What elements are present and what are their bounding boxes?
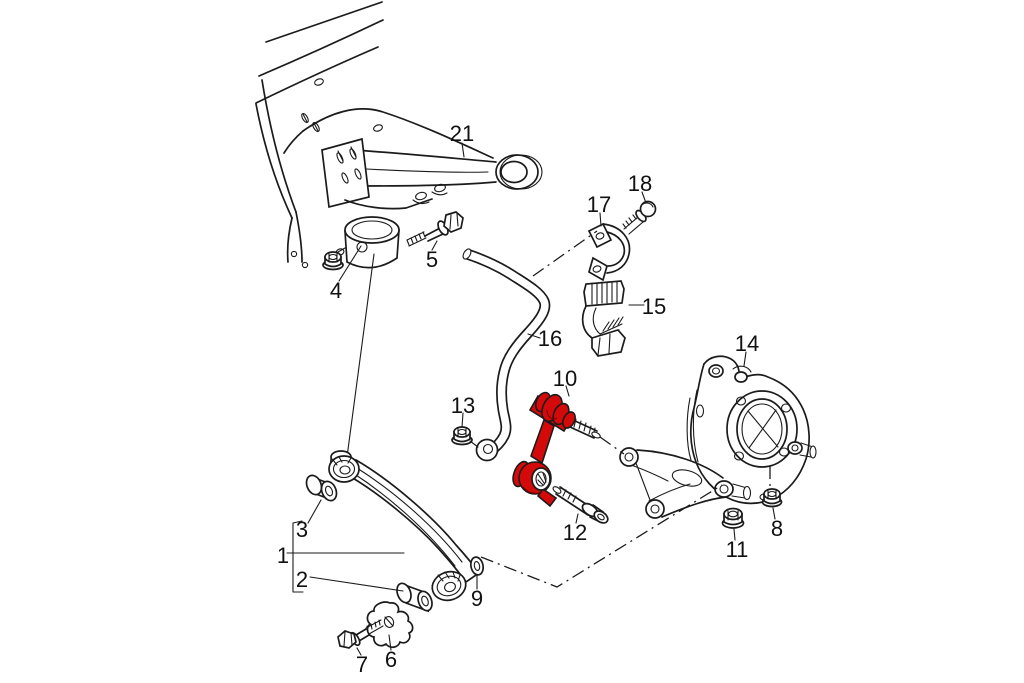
part-label-17[interactable]: 17 bbox=[587, 192, 611, 217]
part-label-5[interactable]: 5 bbox=[426, 247, 438, 272]
part-label-1[interactable]: 1 bbox=[277, 543, 289, 568]
bolt-5 bbox=[406, 211, 464, 247]
part-label-2[interactable]: 2 bbox=[296, 567, 308, 592]
subframe-bushing-mount bbox=[330, 216, 400, 269]
nut-4 bbox=[322, 251, 344, 271]
stabilizer-bar-16 bbox=[462, 248, 551, 462]
part-label-21[interactable]: 21 bbox=[450, 121, 474, 146]
wheel-carrier-14 bbox=[686, 355, 817, 505]
part-label-12[interactable]: 12 bbox=[563, 520, 587, 545]
centerlines bbox=[480, 230, 771, 588]
washer-9 bbox=[469, 556, 485, 576]
leader-11 bbox=[733, 528, 736, 541]
part-label-3[interactable]: 3 bbox=[296, 517, 308, 542]
part-label-18[interactable]: 18 bbox=[628, 171, 652, 196]
leader-5 bbox=[431, 240, 438, 251]
leader-lines bbox=[292, 142, 776, 656]
leader-13 bbox=[461, 412, 464, 428]
part-label-16[interactable]: 16 bbox=[538, 326, 562, 351]
part-label-15[interactable]: 15 bbox=[642, 294, 666, 319]
stabilizer-link-10-highlighted bbox=[512, 391, 601, 508]
stabilizer-bushing-15 bbox=[581, 280, 626, 357]
carrier-bracket-arm bbox=[619, 447, 752, 519]
cam-plate-6 bbox=[366, 601, 414, 648]
bolt-7 bbox=[337, 619, 384, 649]
part-label-8[interactable]: 8 bbox=[771, 516, 783, 541]
bushing-3 bbox=[305, 474, 338, 502]
part-label-7[interactable]: 7 bbox=[356, 652, 368, 677]
leader-18 bbox=[641, 191, 647, 204]
part-label-11[interactable]: 11 bbox=[726, 537, 749, 562]
bushing-2 bbox=[396, 582, 433, 613]
leader-4 bbox=[338, 245, 362, 282]
leader-12 bbox=[575, 513, 579, 524]
leader-21 bbox=[461, 142, 465, 158]
part-label-13[interactable]: 13 bbox=[451, 393, 475, 418]
control-arm-1 bbox=[328, 450, 481, 602]
part-label-9[interactable]: 9 bbox=[471, 586, 483, 611]
leader-16 bbox=[527, 333, 541, 339]
part-label-4[interactable]: 4 bbox=[330, 278, 342, 303]
part-label-14[interactable]: 14 bbox=[735, 331, 759, 356]
leader-3 bbox=[307, 499, 322, 524]
nut-11 bbox=[721, 507, 745, 529]
leader-6 bbox=[388, 634, 392, 651]
part-label-6[interactable]: 6 bbox=[385, 647, 397, 672]
leader-14 bbox=[743, 351, 747, 367]
leader-2 bbox=[309, 576, 404, 592]
leader-7 bbox=[356, 647, 362, 656]
leader-17 bbox=[599, 212, 602, 227]
bolt-18 bbox=[622, 200, 657, 235]
subframe-assembly bbox=[255, 1, 400, 458]
label-1-bracket bbox=[286, 520, 304, 593]
trailing-arm-21 bbox=[283, 108, 543, 210]
bolt-12 bbox=[552, 486, 609, 524]
nut-8 bbox=[761, 488, 783, 508]
leader-8 bbox=[772, 507, 776, 520]
part-label-10[interactable]: 10 bbox=[553, 366, 577, 391]
stabilizer-clamp-17 bbox=[587, 222, 631, 282]
leader-10 bbox=[565, 385, 570, 397]
nut-13 bbox=[451, 426, 479, 448]
